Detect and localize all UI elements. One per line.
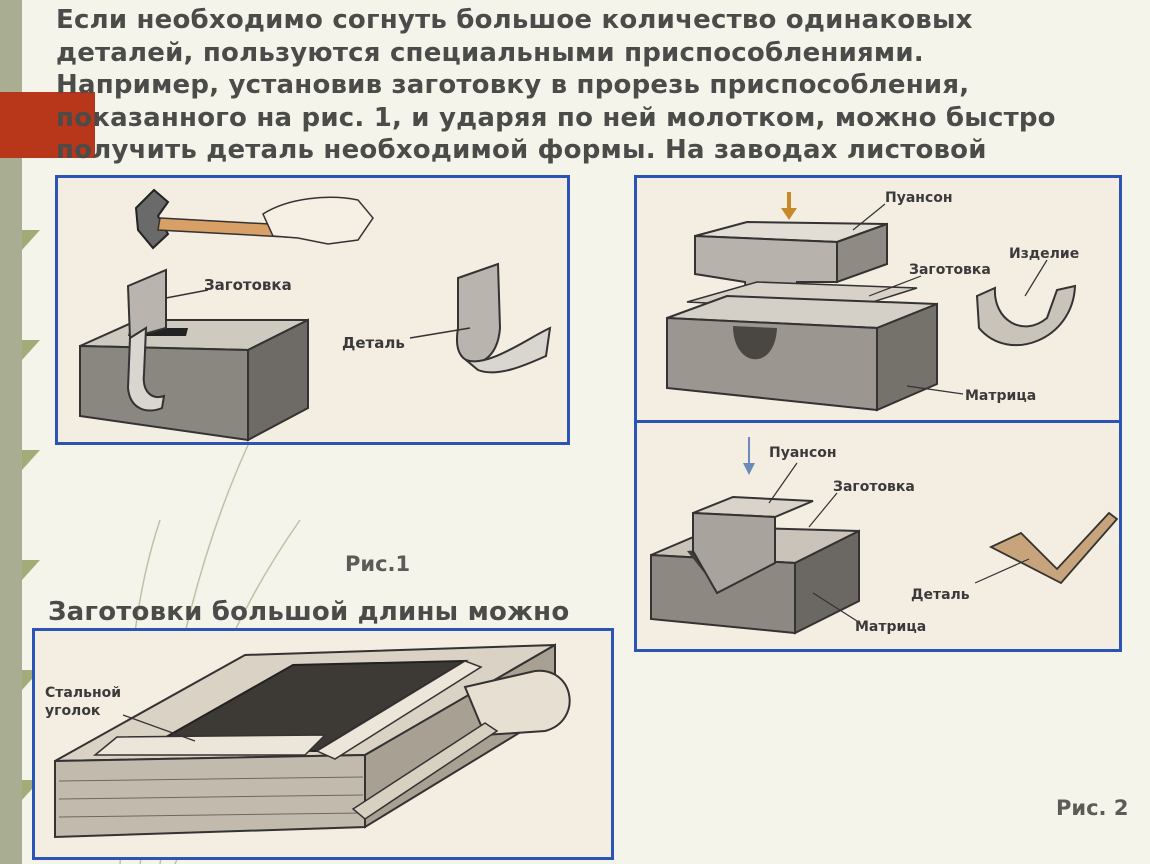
press-v-illustration: Пуансон Заготовка Деталь Матрица: [650, 437, 1119, 635]
figure-bending-fixture: Заготовка Деталь: [55, 175, 570, 445]
figure-press-round: Пуансон Заготовка Изделие Матрица: [634, 175, 1122, 423]
label-product: Изделие: [1009, 246, 1079, 262]
second-paragraph: Заготовки большой длины можно: [48, 597, 570, 627]
caption-fig1: Рис.1: [345, 552, 411, 576]
label-workpiece: Заготовка: [833, 479, 915, 495]
figure-press-v: Пуансон Заготовка Деталь Матрица: [634, 420, 1122, 652]
accent-tab: [0, 92, 95, 158]
hammer-icon: [134, 188, 374, 250]
label-punch: Пуансон: [885, 190, 953, 206]
label-die: Матрица: [855, 619, 926, 635]
label-line2: уголок: [45, 703, 101, 719]
arrow-down-icon: [743, 463, 755, 475]
main-paragraph: Если необходимо согнуть большое количест…: [56, 5, 1056, 165]
left-decor-strip: [0, 0, 22, 864]
label-workpiece: Заготовка: [204, 276, 292, 294]
bending-fixture-illustration: Заготовка Деталь: [79, 188, 552, 442]
label-die: Матрица: [965, 388, 1036, 404]
caption-fig2: Рис. 2: [1056, 796, 1129, 820]
label-punch: Пуансон: [769, 445, 837, 461]
press-round-illustration: Пуансон Заготовка Изделие Матрица: [666, 190, 1079, 412]
label-line1: Стальной: [45, 685, 121, 701]
label-part: Деталь: [342, 334, 405, 352]
label-part: Деталь: [911, 587, 970, 603]
steel-angle-illustration: Стальной уголок: [45, 643, 571, 839]
label-workpiece: Заготовка: [909, 262, 991, 278]
arrow-down-icon: [781, 208, 797, 220]
figure-steel-angle: Стальной уголок: [32, 628, 614, 860]
